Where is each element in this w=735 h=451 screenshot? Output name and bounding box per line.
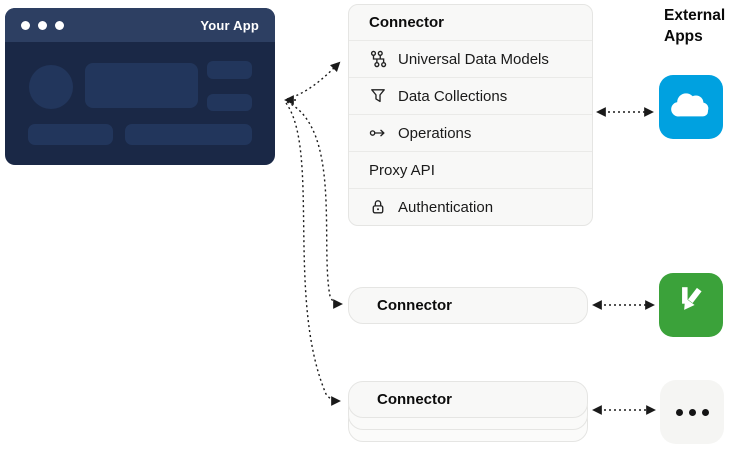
ellipsis-icon (688, 408, 696, 416)
app-content-placeholder (85, 63, 198, 108)
window-dot (38, 20, 47, 30)
app-side-placeholder (207, 94, 252, 111)
app-bottom-placeholder (28, 124, 113, 145)
external-apps-label: External Apps (664, 7, 726, 45)
connector-card: Connector Universal Data Models Data Col… (348, 4, 593, 226)
ellipsis-icon (701, 408, 709, 416)
connector-card-title: Connector (369, 14, 444, 31)
window-dot (21, 20, 30, 30)
window-dot (55, 20, 64, 30)
green-arrow-app-tile (659, 273, 723, 337)
connector-row-universal-data-models: Universal Data Models (349, 40, 592, 77)
salesforce-cloud-icon (668, 88, 714, 127)
arrow-app-to-connector-3 (285, 102, 341, 406)
connector-pill-title: Connector (377, 297, 452, 314)
connector-row-proxy-api: Proxy API (349, 151, 592, 188)
row-label: Proxy API (369, 161, 435, 179)
your-app-window: Your App (5, 8, 275, 165)
salesforce-app-tile (659, 75, 723, 139)
row-label: Universal Data Models (398, 50, 549, 68)
your-app-titlebar: Your App (5, 8, 275, 42)
arrow-app-to-connector-1 (286, 61, 341, 100)
row-label: Operations (398, 124, 472, 142)
app-bottom-placeholder (125, 124, 252, 145)
ellipsis-icon (675, 408, 683, 416)
filter-icon (369, 87, 387, 105)
operations-icon (369, 124, 387, 142)
row-label: Data Collections (398, 87, 508, 105)
connector-pill-2: Connector (348, 287, 588, 324)
arrow-k-icon (669, 281, 713, 330)
connector-pill-title: Connector (377, 391, 452, 408)
lock-icon (369, 198, 387, 216)
row-label: Authentication (398, 198, 494, 216)
arrow-app-to-connector-2 (286, 101, 343, 309)
app-avatar-placeholder (29, 65, 73, 109)
connector-pill-3: Connector (348, 381, 588, 418)
connector-row-authentication: Authentication (349, 188, 592, 225)
app-side-placeholder (207, 61, 252, 79)
your-app-title: Your App (200, 17, 259, 33)
traffic-light-dots (21, 20, 64, 30)
connector-row-data-collections: Data Collections (349, 77, 592, 114)
more-apps-tile (660, 380, 724, 444)
connector-row-operations: Operations (349, 114, 592, 151)
data-models-icon (369, 50, 387, 68)
